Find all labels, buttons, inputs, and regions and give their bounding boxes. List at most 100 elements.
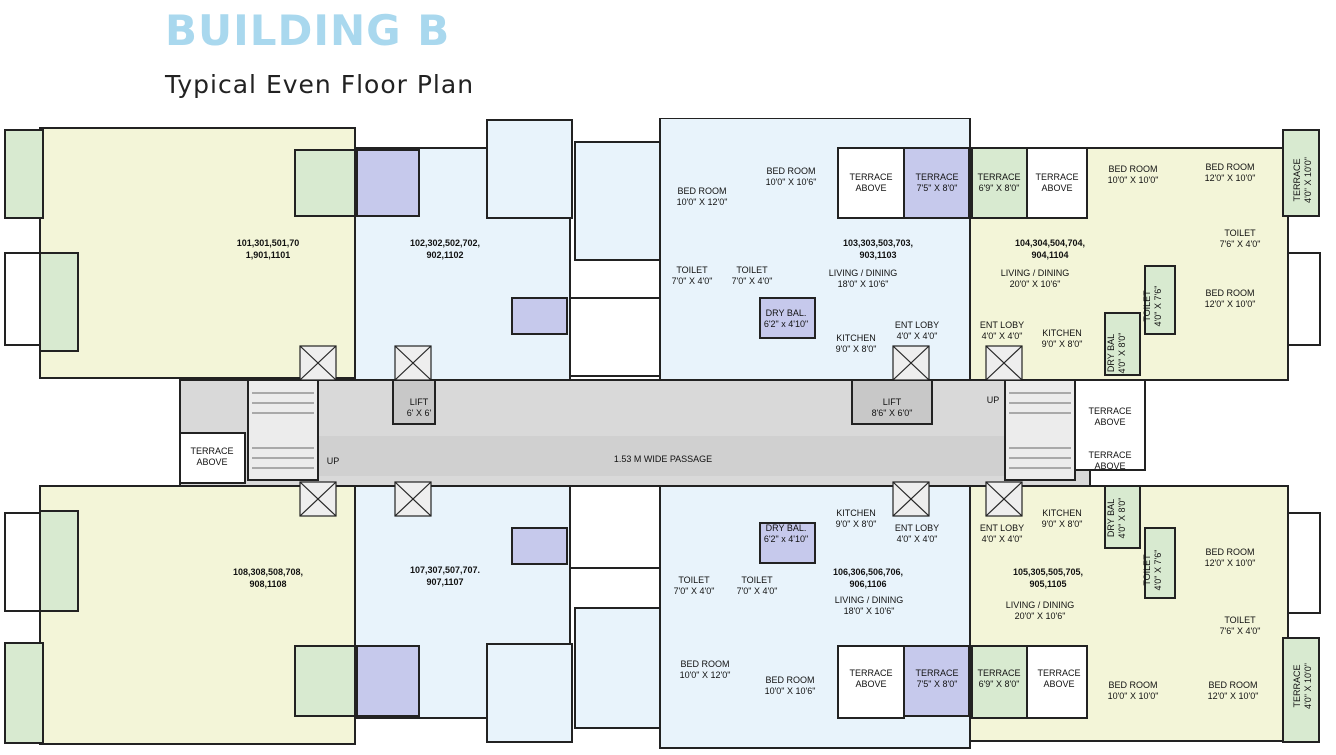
room-name-label: TOILET: [1224, 228, 1256, 238]
bedroom-block: [486, 119, 573, 219]
room-size-label: 7'0" X 4'0": [672, 276, 713, 286]
room-name-label: DRY BAL: [1106, 334, 1116, 372]
unit-number-label: 103,303,503,703,: [843, 238, 913, 248]
room-size-label: 7'6" X 4'0": [1220, 239, 1261, 249]
room-name-label: LIVING / DINING: [1001, 268, 1070, 278]
room-name-label: TERRACE: [977, 172, 1020, 182]
bedroom-block: [574, 141, 661, 261]
room-name-label: LIVING / DINING: [835, 595, 904, 605]
room-name-label: BED ROOM: [1108, 164, 1157, 174]
balcony-blue: [511, 527, 568, 565]
room-size-label: 10'0" X 12'0": [680, 670, 731, 680]
room-name-label: TERRACE: [1035, 172, 1078, 182]
room-name-label: ENT LOBY: [895, 320, 939, 330]
room-size-label: 4'0" X 7'6": [1153, 550, 1163, 591]
room-size-label: 4'0" X 4'0": [897, 534, 938, 544]
room-size-label: 9'0" X 8'0": [1042, 519, 1083, 529]
room-size-label: 10'0" X 10'0": [1108, 691, 1159, 701]
room-size-label: ABOVE: [1094, 417, 1125, 427]
balcony-blue: [356, 149, 420, 217]
stair-up-label: UP: [987, 395, 1000, 405]
room-size-label: 6' X 6': [407, 408, 432, 418]
terrace-green: [1282, 637, 1320, 743]
terrace-green: [39, 252, 79, 352]
side-balcony: [4, 252, 41, 346]
room-name-label: ENT LOBY: [980, 320, 1024, 330]
passage-label: 1.53 M WIDE PASSAGE: [614, 454, 712, 464]
room-size-label: 7'0" X 4'0": [732, 276, 773, 286]
room-name-label: LIFT: [883, 397, 902, 407]
room-name-label: TERRACE: [915, 172, 958, 182]
room-name-label: TERRACE: [190, 446, 233, 456]
room-size-label: 12'0" X 10'0": [1205, 558, 1256, 568]
room-size-label: 20'0" X 10'6": [1015, 611, 1066, 621]
room-size-label: 4'0" X 4'0": [982, 331, 1023, 341]
room-name-label: KITCHEN: [836, 333, 876, 343]
balcony-green: [294, 645, 356, 717]
balcony-blue: [511, 297, 568, 335]
room-size-label: 18'0" X 10'6": [844, 606, 895, 616]
room-name-label: KITCHEN: [1042, 328, 1082, 338]
balcony-green: [294, 149, 356, 217]
room-size-label: 12'0" X 10'0": [1205, 299, 1256, 309]
room-size-label: 4'0" X 4'0": [897, 331, 938, 341]
unit-number-label: 908,1108: [249, 579, 286, 589]
room-name-label: TERRACE: [915, 668, 958, 678]
bedroom-block: [574, 607, 661, 729]
room-size-label: 12'0" X 10'0": [1208, 691, 1259, 701]
room-name-label: TERRACE: [1088, 450, 1131, 460]
terrace-above-box: [179, 432, 246, 484]
unit-number-label: 905,1105: [1029, 579, 1066, 589]
terrace-above-box: [837, 147, 905, 219]
room-name-label: KITCHEN: [1042, 508, 1082, 518]
room-size-label: 20'0" X 10'6": [1010, 279, 1061, 289]
room-name-label: TOILET: [1142, 554, 1152, 586]
unit-number-label: 907,1107: [426, 577, 463, 587]
unit-number-label: 906,1106: [849, 579, 886, 589]
terrace-above-box: [837, 645, 905, 719]
floor-plan: 101,301,501,701,901,1101102,302,502,702,…: [4, 118, 1321, 749]
staircase-left: [247, 379, 319, 481]
room-size-label: 6'2" x 4'10": [764, 319, 808, 329]
room-name-label: TERRACE: [1037, 668, 1080, 678]
room-name-label: BED ROOM: [1208, 680, 1257, 690]
room-size-label: 7'6" X 4'0": [1220, 626, 1261, 636]
room-name-label: TERRACE: [1292, 664, 1302, 707]
room-name-label: TERRACE: [1292, 158, 1302, 201]
unit-number-label: 106,306,506,706,: [833, 567, 903, 577]
room-name-label: TOILET: [1142, 290, 1152, 322]
room-size-label: 4'0" X 4'0": [982, 534, 1023, 544]
terrace-green: [1282, 129, 1320, 217]
room-name-label: BED ROOM: [1205, 288, 1254, 298]
room-name-label: BED ROOM: [1108, 680, 1157, 690]
toilet-green: [1144, 527, 1176, 599]
room-name-label: TERRACE: [849, 668, 892, 678]
room-name-label: BED ROOM: [766, 166, 815, 176]
room-size-label: 6'2" x 4'10": [764, 534, 808, 544]
room-size-label: 7'0" X 4'0": [737, 586, 778, 596]
drybal-green: [1104, 312, 1141, 376]
room-size-label: 7'5" X 8'0": [917, 183, 958, 193]
room-size-label: 4'0" X 10'0": [1303, 663, 1313, 709]
unit-number-label: 107,307,507,707.: [410, 565, 480, 575]
unit-number-label: 108,308,508,708,: [233, 567, 303, 577]
side-balcony: [1287, 512, 1321, 614]
room-name-label: TERRACE: [849, 172, 892, 182]
bedroom-block: [486, 643, 573, 743]
room-name-label: LIVING / DINING: [829, 268, 898, 278]
terrace-green: [4, 129, 44, 219]
room-name-label: DRY BAL.: [766, 308, 807, 318]
room-size-label: ABOVE: [196, 457, 227, 467]
unit-number-label: 104,304,504,704,: [1015, 238, 1085, 248]
terrace-green: [4, 642, 44, 744]
room-name-label: DRY BAL.: [766, 523, 807, 533]
unit-number-label: 105,305,505,705,: [1013, 567, 1083, 577]
room-name-label: ENT LOBY: [980, 523, 1024, 533]
room-name-label: DRY BAL: [1106, 499, 1116, 537]
room-size-label: 6'9" X 8'0": [979, 679, 1020, 689]
room-name-label: TOILET: [741, 575, 773, 585]
room-size-label: ABOVE: [1094, 461, 1125, 471]
room-size-label: 7'0" X 4'0": [674, 586, 715, 596]
passage-strip: [248, 436, 1008, 476]
room-size-label: 4'0" X 8'0": [1117, 498, 1127, 539]
